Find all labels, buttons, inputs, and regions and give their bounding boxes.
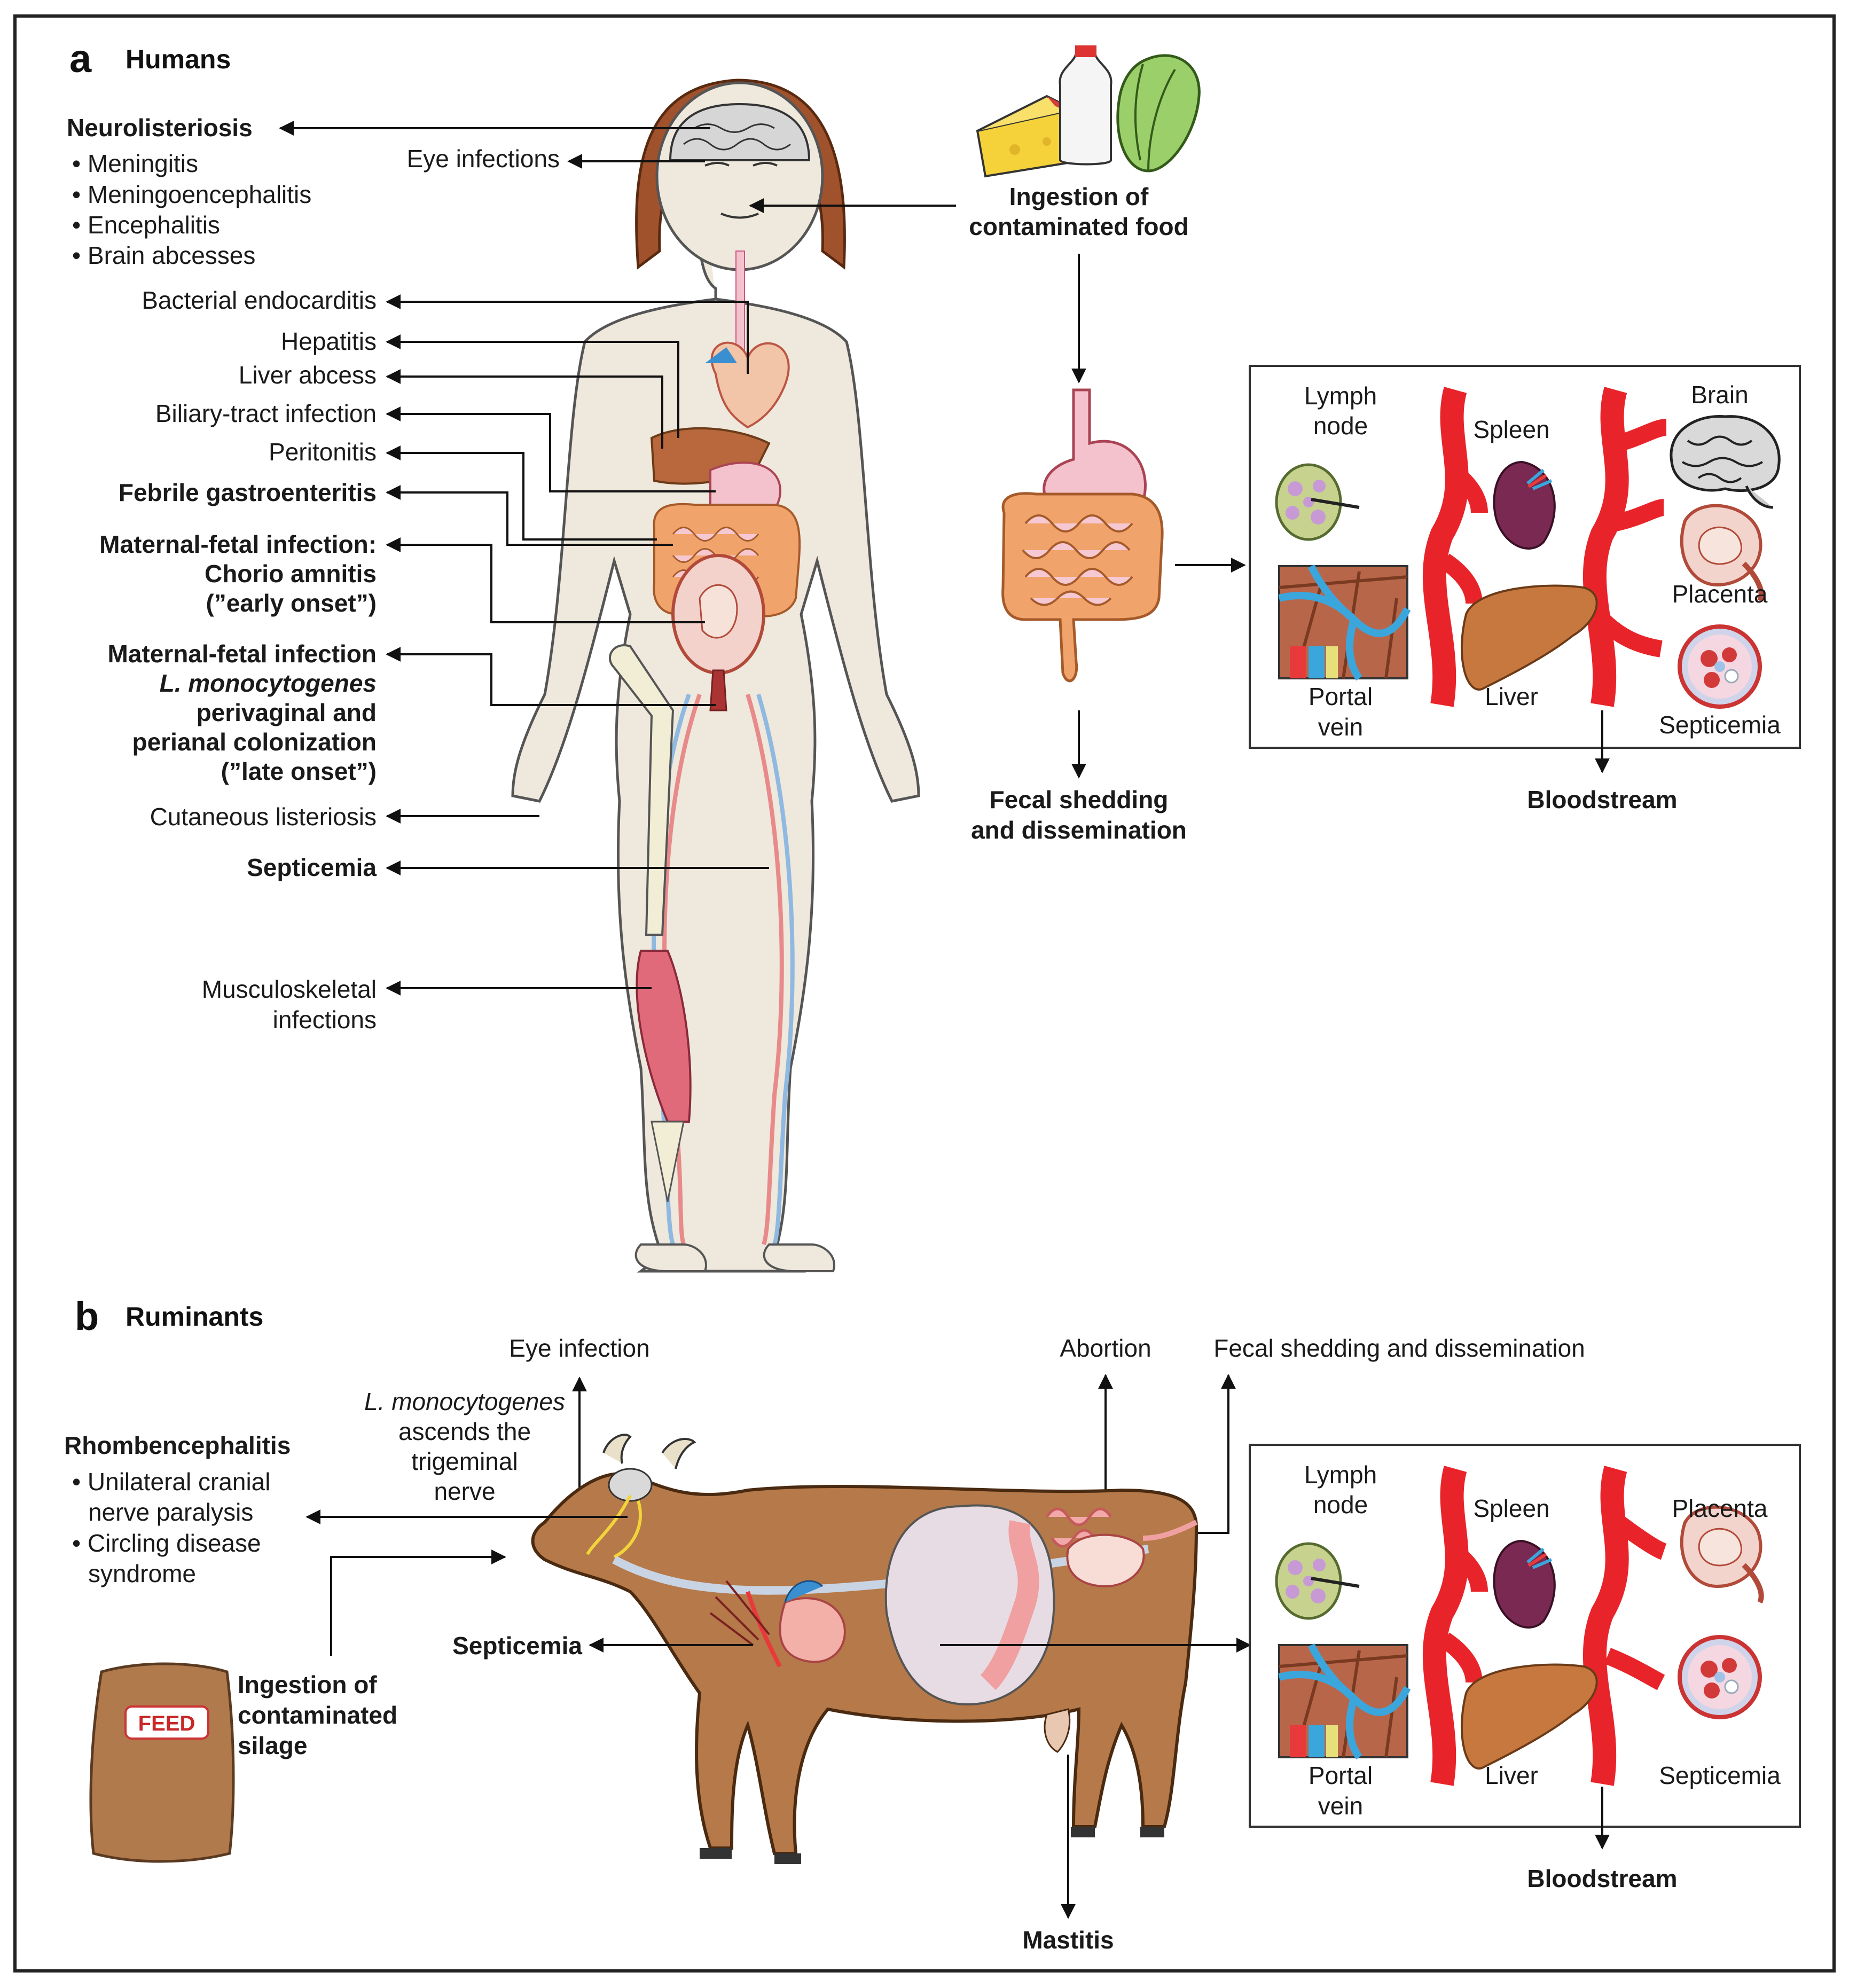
silage-ingestion-arrow xyxy=(330,1549,506,1656)
label-maternal-fetal-early: (”early onset”) xyxy=(206,589,377,617)
ingestion-food-label: contaminated food xyxy=(969,213,1188,240)
box-a-portal-label: Portal xyxy=(1309,683,1373,710)
label-liver-abcess: Liver abcess xyxy=(239,361,377,389)
box-a-brain-label: Brain xyxy=(1691,381,1748,409)
lm-ascends-label: L. monocytogenes xyxy=(364,1388,565,1415)
lm-ascends-label: ascends the xyxy=(398,1418,531,1445)
ingestion-silage-label: silage xyxy=(238,1732,307,1759)
label-biliary: Biliary-tract infection xyxy=(155,400,377,427)
box-a-lymph-label: Lymph xyxy=(1304,382,1377,410)
abortion-label: Abortion xyxy=(1060,1334,1151,1362)
panel-a-title: Humans xyxy=(126,44,231,74)
cow-illustration xyxy=(531,1434,1198,1864)
bloodstream-b-label: Bloodstream xyxy=(1527,1865,1677,1892)
box-b-placenta-label: Placenta xyxy=(1672,1494,1767,1522)
label-maternal-fetal-early: Maternal-fetal infection: xyxy=(99,530,377,558)
neuro-item: • Encephalitis xyxy=(72,211,220,239)
contaminated-food-illustration xyxy=(976,45,1201,178)
ingestion-silage-label: contaminated xyxy=(238,1701,397,1729)
label-maternal-fetal-late: Maternal-fetal infection xyxy=(107,640,377,668)
box-b-liver-label: Liver xyxy=(1485,1762,1538,1789)
label-musculoskeletal: infections xyxy=(273,1006,377,1034)
box-b-septicemia-label: Septicemia xyxy=(1659,1762,1781,1789)
rhomb-item: • Circling disease xyxy=(72,1529,261,1557)
gastrointestinal-tract-illustration xyxy=(1001,388,1164,683)
label-hepatitis: Hepatitis xyxy=(281,327,377,355)
eye-infection-label: Eye infection xyxy=(509,1334,649,1362)
label-peritonitis: Peritonitis xyxy=(269,438,377,466)
neurolisteriosis-heading: Neurolisteriosis xyxy=(67,114,253,142)
label-gastroenteritis: Febrile gastroenteritis xyxy=(119,479,377,506)
human-figure-illustration xyxy=(511,79,920,1273)
box-a-portal-label: vein xyxy=(1318,713,1363,741)
box-a-spleen-label: Spleen xyxy=(1473,416,1549,443)
panel-a-letter: a xyxy=(69,36,92,81)
bloodstream-a-label: Bloodstream xyxy=(1527,786,1677,813)
organs-box-humans xyxy=(1249,365,1801,749)
label-maternal-fetal-late: perivaginal and xyxy=(197,699,377,726)
eye-infections-label: Eye infections xyxy=(407,145,560,173)
box-b-lymph-label: node xyxy=(1313,1491,1368,1519)
label-maternal-fetal-late: perianal colonization xyxy=(132,728,377,756)
lm-ascends-label: trigeminal xyxy=(411,1447,518,1475)
fecal-shedding-b-arrow xyxy=(1196,1374,1236,1534)
mastitis-label: Mastitis xyxy=(1022,1926,1114,1954)
neuro-item: • Meningitis xyxy=(72,150,198,177)
label-cutaneous: Cutaneous listeriosis xyxy=(150,803,377,831)
organs-box-ruminants xyxy=(1249,1444,1801,1828)
fecal-shedding-b-label: Fecal shedding and dissemination xyxy=(1213,1334,1585,1362)
box-b-lymph-label: Lymph xyxy=(1304,1461,1377,1489)
panel-a-left-arrows xyxy=(279,121,769,996)
label-maternal-fetal-late: (”late onset”) xyxy=(221,757,377,785)
ingestion-silage-label: Ingestion of xyxy=(238,1671,377,1699)
label-endocarditis: Bacterial endocarditis xyxy=(142,286,377,314)
box-a-placenta-label: Placenta xyxy=(1672,580,1767,608)
lm-ascends-label: nerve xyxy=(434,1477,495,1505)
box-b-spleen-label: Spleen xyxy=(1473,1494,1549,1522)
feed-bag-illustration xyxy=(89,1662,235,1863)
label-maternal-fetal-early: Chorio amnitis xyxy=(205,560,377,588)
label-maternal-fetal-late: L. monocytogenes xyxy=(160,669,377,697)
rhomb-item: • Unilateral cranial xyxy=(72,1468,270,1496)
box-b-portal-label: Portal xyxy=(1309,1762,1373,1789)
feed-label: FEED xyxy=(138,1712,195,1735)
neuro-item: • Meningoencephalitis xyxy=(72,181,311,208)
box-a-septicemia-label: Septicemia xyxy=(1659,711,1781,739)
box-a-liver-label: Liver xyxy=(1485,683,1538,710)
box-a-lymph-label: node xyxy=(1313,412,1368,440)
label-musculoskeletal: Musculoskeletal xyxy=(202,975,377,1003)
fecal-shedding-label: Fecal shedding xyxy=(990,786,1169,813)
panel-b-title: Ruminants xyxy=(126,1302,263,1332)
septicemia-b-label: Septicemia xyxy=(452,1632,582,1660)
rhomb-item: syndrome xyxy=(88,1560,196,1587)
rhomb-item: nerve paralysis xyxy=(88,1498,253,1526)
ingestion-food-label: Ingestion of xyxy=(1009,183,1149,210)
label-septicemia: Septicemia xyxy=(247,854,377,881)
rhombencephalitis-heading: Rhombencephalitis xyxy=(64,1431,291,1459)
neuro-item: • Brain abcesses xyxy=(72,241,255,269)
fecal-shedding-label: and dissemination xyxy=(971,816,1187,844)
box-b-portal-label: vein xyxy=(1318,1792,1363,1820)
panel-b-letter: b xyxy=(75,1294,99,1339)
